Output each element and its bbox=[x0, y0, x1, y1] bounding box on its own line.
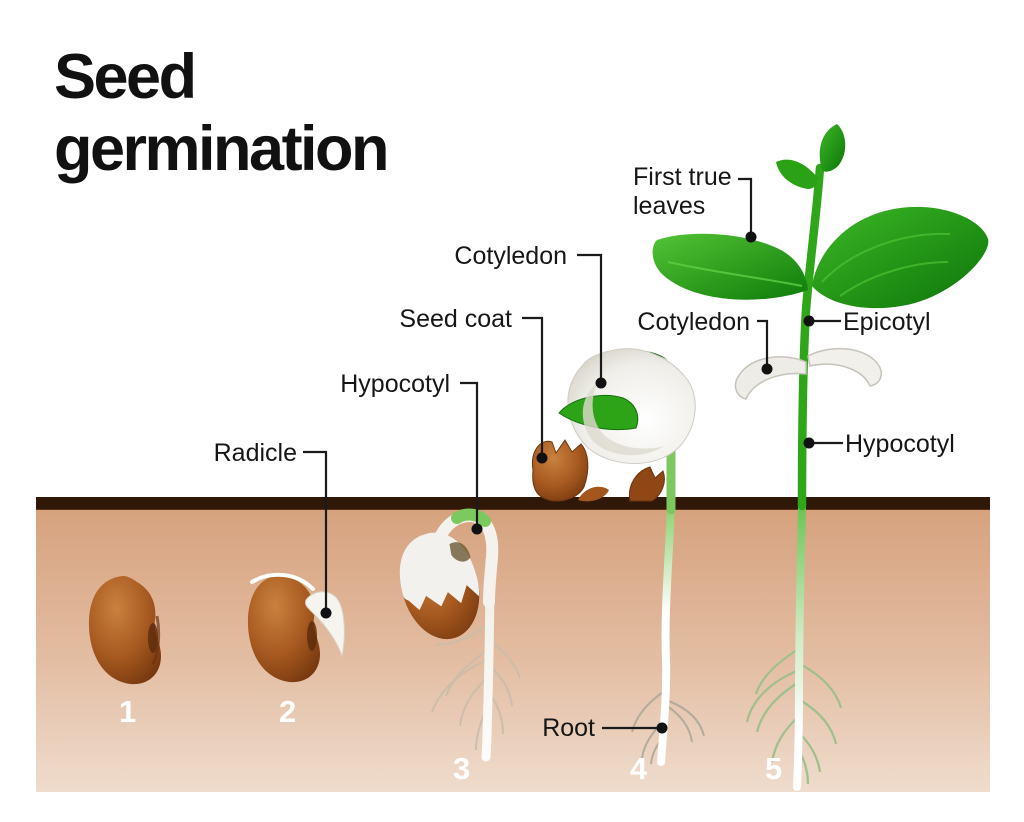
hypocotyl-stage5-leader-line bbox=[803, 437, 843, 449]
radicle-leader-line bbox=[303, 450, 332, 619]
cotyledon-stage4-leader-line bbox=[577, 253, 607, 389]
stage4-seedling-illustration bbox=[531, 348, 705, 766]
title-line2: germination bbox=[54, 113, 390, 184]
root-leader-line bbox=[602, 722, 668, 734]
stage-number-4: 4 bbox=[630, 751, 648, 786]
label-radicle: Radicle bbox=[213, 439, 297, 467]
soil-background bbox=[36, 497, 990, 792]
label-first-true-leaves: First true leaves bbox=[633, 163, 732, 220]
stage5-plant-illustration bbox=[652, 124, 989, 791]
first-true-leaves-leader-line bbox=[738, 177, 757, 243]
stage3-sprout-illustration bbox=[400, 508, 521, 762]
page-title: Seed germination bbox=[54, 42, 390, 186]
stage-number-2: 2 bbox=[279, 694, 297, 729]
label-root: Root bbox=[542, 714, 595, 742]
seed-coat-leader-line bbox=[522, 316, 548, 464]
cotyledon-stage5-leader-line bbox=[757, 319, 773, 375]
label-epicotyl: Epicotyl bbox=[843, 308, 931, 336]
label-hypocotyl-stage3: Hypocotyl bbox=[340, 370, 450, 398]
stage-number-5: 5 bbox=[765, 751, 783, 786]
epicotyl-leader-line bbox=[803, 315, 841, 327]
stage-number-1: 1 bbox=[119, 694, 137, 729]
hypocotyl-stage3-leader-line bbox=[460, 381, 483, 535]
title-line1: Seed bbox=[54, 42, 197, 112]
label-hypocotyl-stage5: Hypocotyl bbox=[845, 430, 955, 458]
label-seed-coat: Seed coat bbox=[399, 305, 512, 333]
stage1-seed-illustration bbox=[88, 576, 161, 685]
soil-surface-line bbox=[36, 497, 990, 510]
label-cotyledon-stage4: Cotyledon bbox=[454, 242, 567, 270]
stage2-seed-radicle-illustration bbox=[247, 572, 345, 683]
label-cotyledon-stage5: Cotyledon bbox=[637, 308, 750, 336]
stage-number-3: 3 bbox=[453, 751, 471, 786]
